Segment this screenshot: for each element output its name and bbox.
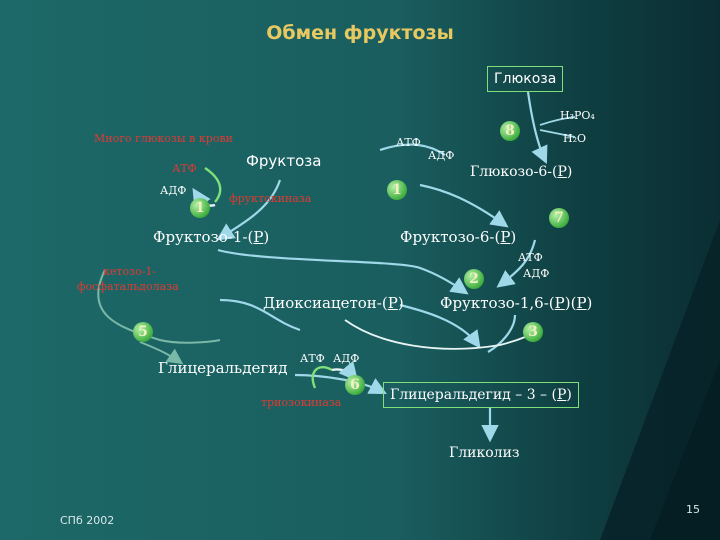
step-badge-8: 8 bbox=[500, 121, 520, 141]
label-adp-triokinase: АДФ bbox=[333, 352, 360, 365]
node-fructose: Фруктоза bbox=[246, 152, 322, 170]
step-badge-3: 3 bbox=[523, 322, 543, 342]
node-fructose-1-6-bisphosphate: Фруктозо-1,6-(Р)(Р) bbox=[440, 294, 593, 312]
label-adp-fructokinase: АДФ bbox=[160, 184, 187, 197]
label-atp-fructokinase: АТФ bbox=[172, 162, 197, 175]
step-badge-1-hexokinase: 1 bbox=[387, 180, 407, 200]
label-aldolase-2: фосфатальдолаза bbox=[77, 280, 179, 293]
label-h3po4: H₃PO₄ bbox=[560, 109, 595, 122]
step-badge-1-fructokinase: 1 bbox=[190, 198, 210, 218]
label-triokinase: триозокиназа bbox=[261, 396, 342, 409]
node-glucose-6-phosphate: Глюкозо-6-(Р) bbox=[470, 164, 573, 180]
page-number: 15 bbox=[686, 503, 700, 516]
label-atp-hexokinase: АТФ bbox=[396, 136, 421, 149]
label-atp-triokinase: АТФ bbox=[300, 352, 325, 365]
step-badge-5: 5 bbox=[133, 322, 153, 342]
node-fructose-6-phosphate: Фруктозо-6-(Р) bbox=[400, 228, 517, 246]
label-h2o: H₂O bbox=[563, 132, 587, 145]
label-adp-hexokinase: АДФ bbox=[428, 149, 455, 162]
footer-credit: СПб 2002 bbox=[60, 514, 115, 527]
node-glycolysis: Гликолиз bbox=[449, 445, 520, 461]
label-fructokinase: фруктокиназа bbox=[229, 192, 312, 205]
step-badge-6: 6 bbox=[345, 375, 365, 395]
label-aldolase-1: кетозо-1- bbox=[103, 265, 157, 278]
label-atp-pfk: АТФ bbox=[518, 251, 543, 264]
slide-title: Обмен фруктозы bbox=[266, 22, 454, 44]
node-glyceraldehyde-3-phosphate: Глицеральдегид – 3 – (Р) bbox=[383, 382, 579, 408]
node-glyceraldehyde: Глицеральдегид bbox=[158, 359, 288, 377]
node-dihydroxyacetone-phosphate: Диоксиацетон-(Р) bbox=[263, 294, 404, 312]
label-adp-pfk: АДФ bbox=[523, 267, 550, 280]
step-badge-7: 7 bbox=[549, 208, 569, 228]
step-badge-2: 2 bbox=[464, 269, 484, 289]
label-high-glucose: Много глюкозы в крови bbox=[94, 132, 233, 145]
node-fructose-1-phosphate: Фруктозо-1-(Р) bbox=[153, 228, 270, 246]
node-glucose: Глюкоза bbox=[487, 66, 564, 92]
